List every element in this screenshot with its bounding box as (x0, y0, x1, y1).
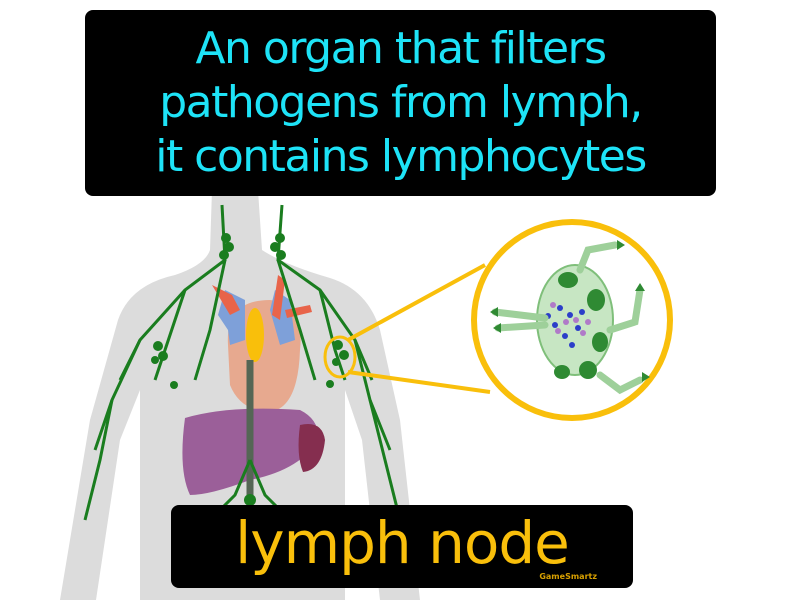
thymus (246, 308, 264, 362)
term-box: lymph node GameSmartz (171, 505, 633, 588)
organs (182, 275, 325, 520)
lymph-vessels (83, 204, 402, 521)
magnifier-pointer-bottom (347, 370, 491, 394)
definition-box: An organ that filters pathogens from lym… (85, 10, 716, 196)
brand-watermark: GameSmartz (539, 572, 597, 581)
definition-line-1: An organ that filters (195, 23, 607, 74)
definition-line-2: pathogens from lymph, (159, 77, 643, 128)
term-label: lymph node (235, 508, 570, 577)
red-vessels (212, 275, 312, 320)
magnifier-small-ring (323, 335, 357, 379)
definition-line-3: it contains lymphocytes (155, 131, 647, 182)
magnifier-pointer-top (347, 263, 486, 342)
lymph-node-clusters (151, 233, 349, 506)
lymph-node-inset (490, 240, 650, 395)
spleen (298, 424, 325, 472)
